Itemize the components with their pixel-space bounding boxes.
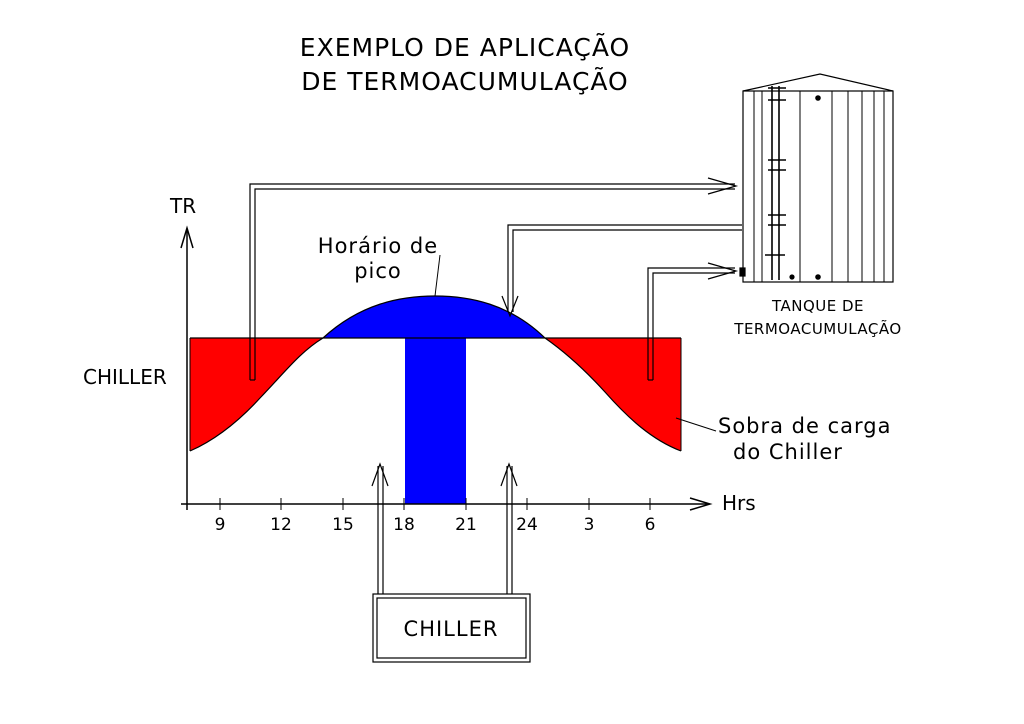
tank-panels — [753, 91, 885, 282]
tank-body — [742, 90, 894, 283]
x-axis-label: Hrs — [722, 491, 756, 515]
peak-label-line1: Horário de — [318, 234, 438, 258]
tank-bolt — [815, 274, 821, 280]
tank-bolt — [815, 95, 821, 101]
tick-label: 12 — [270, 515, 292, 535]
surplus-area-left — [190, 338, 323, 451]
pipe-to-tank-top — [249, 177, 739, 381]
chiller-level-label: CHILLER — [83, 365, 167, 389]
surplus-label-line1: Sobra de carga — [718, 414, 892, 438]
tank-label-line1: TANQUE DE — [771, 297, 864, 315]
peak-stem — [405, 338, 466, 504]
chiller-unit: CHILLER — [372, 593, 531, 663]
storage-tank — [739, 73, 894, 283]
surplus-leader — [675, 417, 717, 432]
pipe-chiller-left — [371, 462, 389, 594]
tank-nozzle — [739, 267, 746, 277]
tick-label: 9 — [215, 515, 226, 535]
tank-ladder — [765, 86, 786, 280]
pipe-chiller-right — [500, 462, 518, 594]
chiller-box-label: CHILLER — [404, 617, 499, 641]
x-axis-ticks: 9 12 15 18 21 24 3 6 — [215, 498, 656, 535]
tick-label: 21 — [455, 515, 477, 535]
pipe-to-tank-bottom — [647, 262, 739, 381]
tick-label: 3 — [584, 515, 595, 535]
diagram-title-line2: DE TERMOACUMULAÇÃO — [301, 66, 629, 96]
chiller-box-outer — [372, 593, 531, 663]
pipe-tank-to-dome — [501, 224, 742, 318]
peak-label-line2: pico — [354, 259, 402, 283]
peak-leader — [434, 254, 441, 297]
tick-label: 15 — [332, 515, 354, 535]
tick-label: 6 — [645, 515, 656, 535]
tank-label-line2: TERMOACUMULAÇÃO — [733, 319, 901, 338]
peak-dome — [323, 296, 545, 338]
diagram-title-line1: EXEMPLO DE APLICAÇÃO — [300, 32, 630, 62]
tick-label: 24 — [516, 515, 538, 535]
tank-bolt — [789, 274, 795, 280]
tick-label: 18 — [393, 515, 415, 535]
surplus-area-right — [545, 338, 681, 451]
surplus-label-line2: do Chiller — [733, 440, 843, 464]
x-axis-arrow — [689, 497, 713, 511]
y-axis-arrow — [180, 225, 194, 249]
y-axis-label: TR — [169, 194, 196, 218]
tank-roof — [742, 73, 894, 92]
chiller-box-inner — [376, 597, 527, 659]
